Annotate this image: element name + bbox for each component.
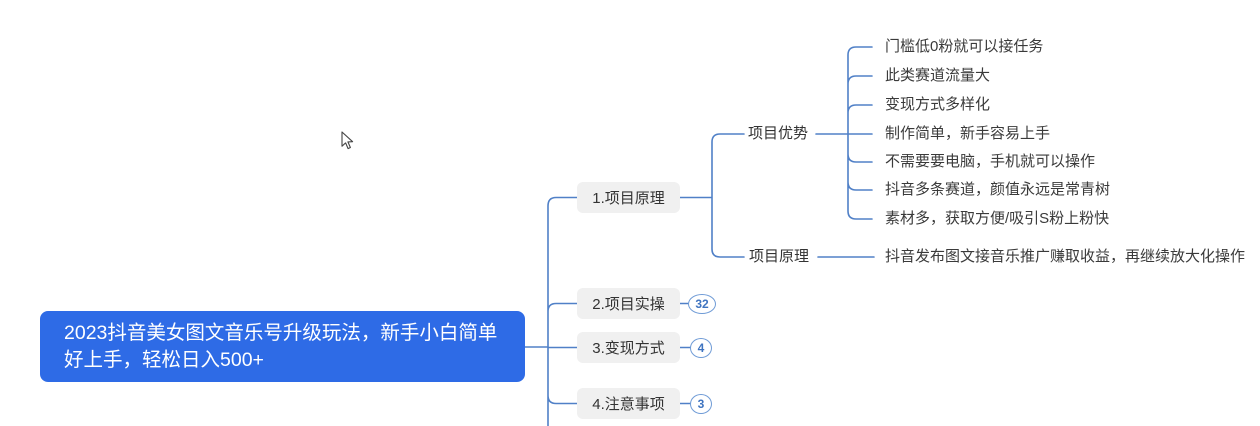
branch-node-label: 4.注意事项 (592, 396, 665, 413)
badge-count: 4 (697, 341, 705, 355)
leaf-item-monetize-ways[interactable]: 变现方式多样化 (885, 96, 991, 113)
branch-node-label: 3.变现方式 (592, 340, 665, 357)
badge-count: 3 (697, 397, 705, 411)
branch-node-project-principle[interactable]: 1.项目原理 (577, 182, 680, 213)
collapsed-count-badge-notes[interactable]: 3 (690, 394, 712, 414)
level1-branch-lines (547, 196, 578, 426)
leaf-item-evergreen[interactable]: 抖音多条赛道，颜值永远是常青树 (885, 181, 1111, 198)
branch-node-notes[interactable]: 4.注意事项 (577, 388, 680, 419)
mouse-cursor-icon (341, 131, 355, 151)
root-topic[interactable]: 2023抖音美女图文音乐号升级玩法，新手小白简单好上手，轻松日入500+ (40, 311, 525, 382)
leaf-item-materials[interactable]: 素材多，获取方便/吸引S粉上粉快 (885, 210, 1110, 227)
subtopic-advantages[interactable]: 项目优势 (748, 125, 809, 142)
badge-count: 32 (695, 297, 709, 311)
branch-node-project-practice[interactable]: 2.项目实操 (577, 288, 680, 319)
level2-branch-lines (679, 133, 745, 258)
advantages-branch-lines (815, 46, 873, 220)
subtopic-principle[interactable]: 项目原理 (749, 248, 810, 265)
leaf-item-principle-detail[interactable]: 抖音发布图文接音乐推广赚取收益，再继续放大化操作 (885, 248, 1246, 265)
root-topic-label: 2023抖音美女图文音乐号升级玩法，新手小白简单好上手，轻松日入500+ (64, 321, 498, 371)
leaf-item-phone-only[interactable]: 不需要要电脑，手机就可以操作 (885, 153, 1096, 170)
collapsed-count-badge-practice[interactable]: 32 (688, 294, 716, 314)
branch-node-label: 2.项目实操 (592, 296, 665, 313)
branch-node-label: 1.项目原理 (592, 190, 665, 207)
leaf-item-traffic[interactable]: 此类赛道流量大 (885, 67, 991, 84)
leaf-item-easy-make[interactable]: 制作简单，新手容易上手 (885, 125, 1051, 142)
leaf-item-threshold[interactable]: 门槛低0粉就可以接任务 (885, 38, 1044, 55)
collapsed-count-badge-monetization[interactable]: 4 (690, 338, 712, 358)
badge-connectors (679, 302, 692, 405)
branch-node-monetization[interactable]: 3.变现方式 (577, 332, 680, 363)
